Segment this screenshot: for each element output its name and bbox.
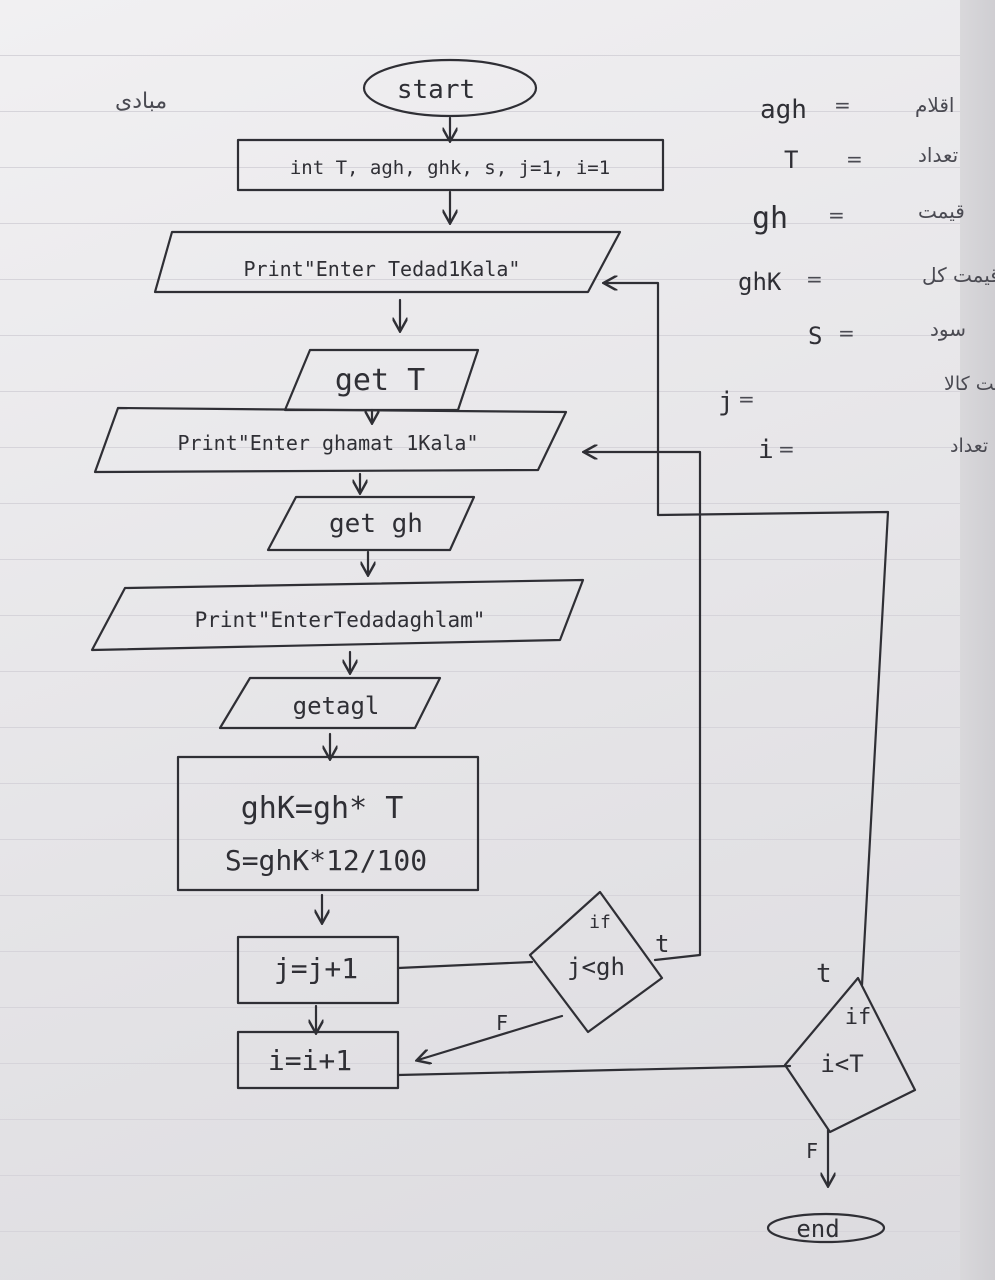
svg-text:=: = <box>828 203 845 227</box>
legend-symbol-T: T <box>784 146 798 174</box>
svg-text:=: = <box>806 267 823 291</box>
svg-text:=: = <box>838 321 855 345</box>
decision-j-if: if <box>589 912 611 933</box>
print-qty-io: Print"EnterTedadaghlam" <box>90 578 585 652</box>
decision-i-condition: i<T <box>820 1050 863 1078</box>
legend-meaning-i: شمارنده تعداد <box>950 435 995 457</box>
decision-i-true-label: t <box>816 959 832 989</box>
corner-note: مبادی <box>115 89 167 114</box>
start-label: start <box>397 75 475 105</box>
end-label: end <box>796 1215 839 1243</box>
legend-meaning-T: تعداد <box>918 143 958 167</box>
decision-i-if: if <box>845 1005 872 1030</box>
decision-i-diamond: if i<T <box>783 976 917 1134</box>
legend-meaning-agh: اقلام <box>915 93 954 117</box>
get-qty-io: getagl <box>218 676 442 730</box>
increment-i-box: i=i+1 <box>236 1030 400 1090</box>
legend-meaning-S: سود <box>930 317 966 341</box>
get-price-io: get gh <box>266 495 476 552</box>
decision-i-false-label: F <box>806 1139 818 1163</box>
decision-j-false-label: F <box>496 1011 508 1035</box>
get-count-io: get T <box>283 348 480 412</box>
get-count-text: get T <box>335 363 425 398</box>
decision-j-true-label: t <box>655 930 669 958</box>
legend-symbol-gh: gh <box>752 201 788 236</box>
legend-meaning-ghK: قیمت کل <box>922 263 995 287</box>
svg-text:=: = <box>778 437 795 461</box>
calculation-process-box: ghK=gh* T S=ghK*12/100 <box>176 755 480 892</box>
decision-j-diamond: if j<gh <box>528 890 664 1034</box>
svg-text:=: = <box>846 147 863 171</box>
calc-line-2: S=ghK*12/100 <box>225 844 427 877</box>
legend-meaning-j: شمارنده قیمت کالا <box>944 373 995 395</box>
print-qty-text: Print"EnterTedadaghlam" <box>195 608 486 632</box>
print-price-io: Print"Enter ghamat 1Kala" <box>93 406 568 474</box>
get-qty-text: getagl <box>293 692 380 720</box>
decision-j-condition: j<gh <box>567 953 625 981</box>
declare-process-box: int T, agh, ghk, s, j=1, i=1 <box>236 138 665 192</box>
increment-j-text: j=j+1 <box>274 952 358 985</box>
increment-j-box: j=j+1 <box>236 935 400 1005</box>
legend-symbol-j: j <box>718 387 734 417</box>
legend-symbol-i: i <box>758 435 774 465</box>
legend-meaning-gh: قیمت <box>918 199 965 223</box>
print-price-text: Print"Enter ghamat 1Kala" <box>177 431 478 455</box>
legend-symbol-ghK: ghK <box>738 268 782 296</box>
legend-symbol-agh: agh <box>760 95 807 125</box>
start-terminator: start <box>362 58 538 118</box>
print-count-text: Print"Enter Tedad1Kala" <box>244 257 521 281</box>
calc-line-1: ghK=gh* T <box>241 791 404 826</box>
increment-i-text: i=i+1 <box>268 1044 352 1077</box>
print-count-io: Print"Enter Tedad1Kala" <box>153 230 622 294</box>
svg-text:=: = <box>738 387 755 411</box>
declare-text: int T, agh, ghk, s, j=1, i=1 <box>290 157 610 179</box>
get-price-text: get gh <box>329 509 423 539</box>
legend-symbol-S: S <box>808 322 822 350</box>
variable-legend: agh = اقلام T = تعداد gh = قیمت ghK = قی… <box>718 93 995 465</box>
end-terminator: end <box>766 1212 886 1244</box>
svg-text:=: = <box>834 93 851 117</box>
